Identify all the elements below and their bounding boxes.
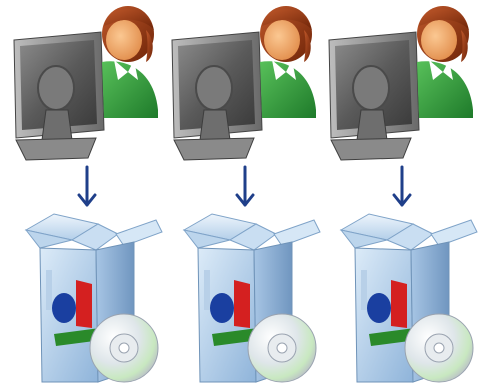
software-box-with-cd-icon xyxy=(321,210,481,388)
arrow-down-icon xyxy=(234,165,256,209)
software-box-with-cd-icon xyxy=(164,210,324,388)
arrow-down-icon xyxy=(391,165,413,209)
workflow-column-1 xyxy=(6,0,166,388)
arrow-down-icon xyxy=(76,165,98,209)
workflow-column-2 xyxy=(164,0,324,388)
workflow-column-3 xyxy=(321,0,481,388)
user-at-computer-icon xyxy=(164,0,324,165)
user-at-computer-icon xyxy=(6,0,166,165)
software-box-with-cd-icon xyxy=(6,210,166,388)
user-at-computer-icon xyxy=(321,0,481,165)
